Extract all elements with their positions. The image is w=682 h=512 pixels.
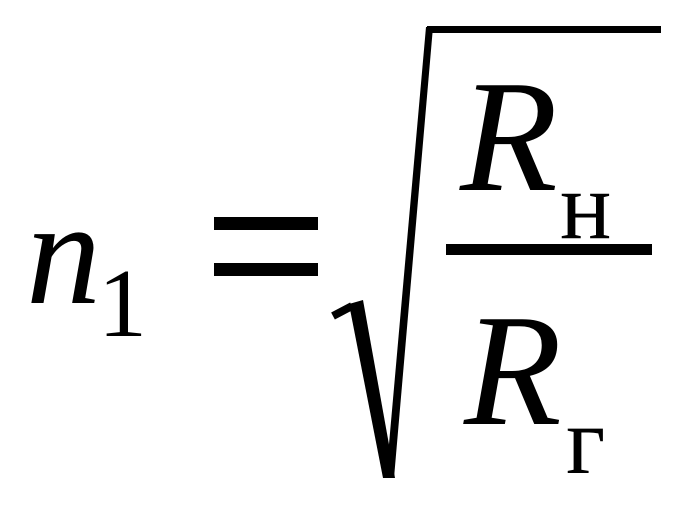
fraction-bar [446,244,652,255]
equals-sign-bottom-bar [214,263,318,276]
lhs-subscript: 1 [98,250,147,358]
numerator-variable: R [460,47,558,225]
lhs-variable: n [26,170,101,336]
denominator-subscript: г [566,387,606,494]
denominator-variable: R [464,281,562,459]
numerator-subscript: н [560,152,612,259]
equals-sign-top-bar [214,217,318,230]
